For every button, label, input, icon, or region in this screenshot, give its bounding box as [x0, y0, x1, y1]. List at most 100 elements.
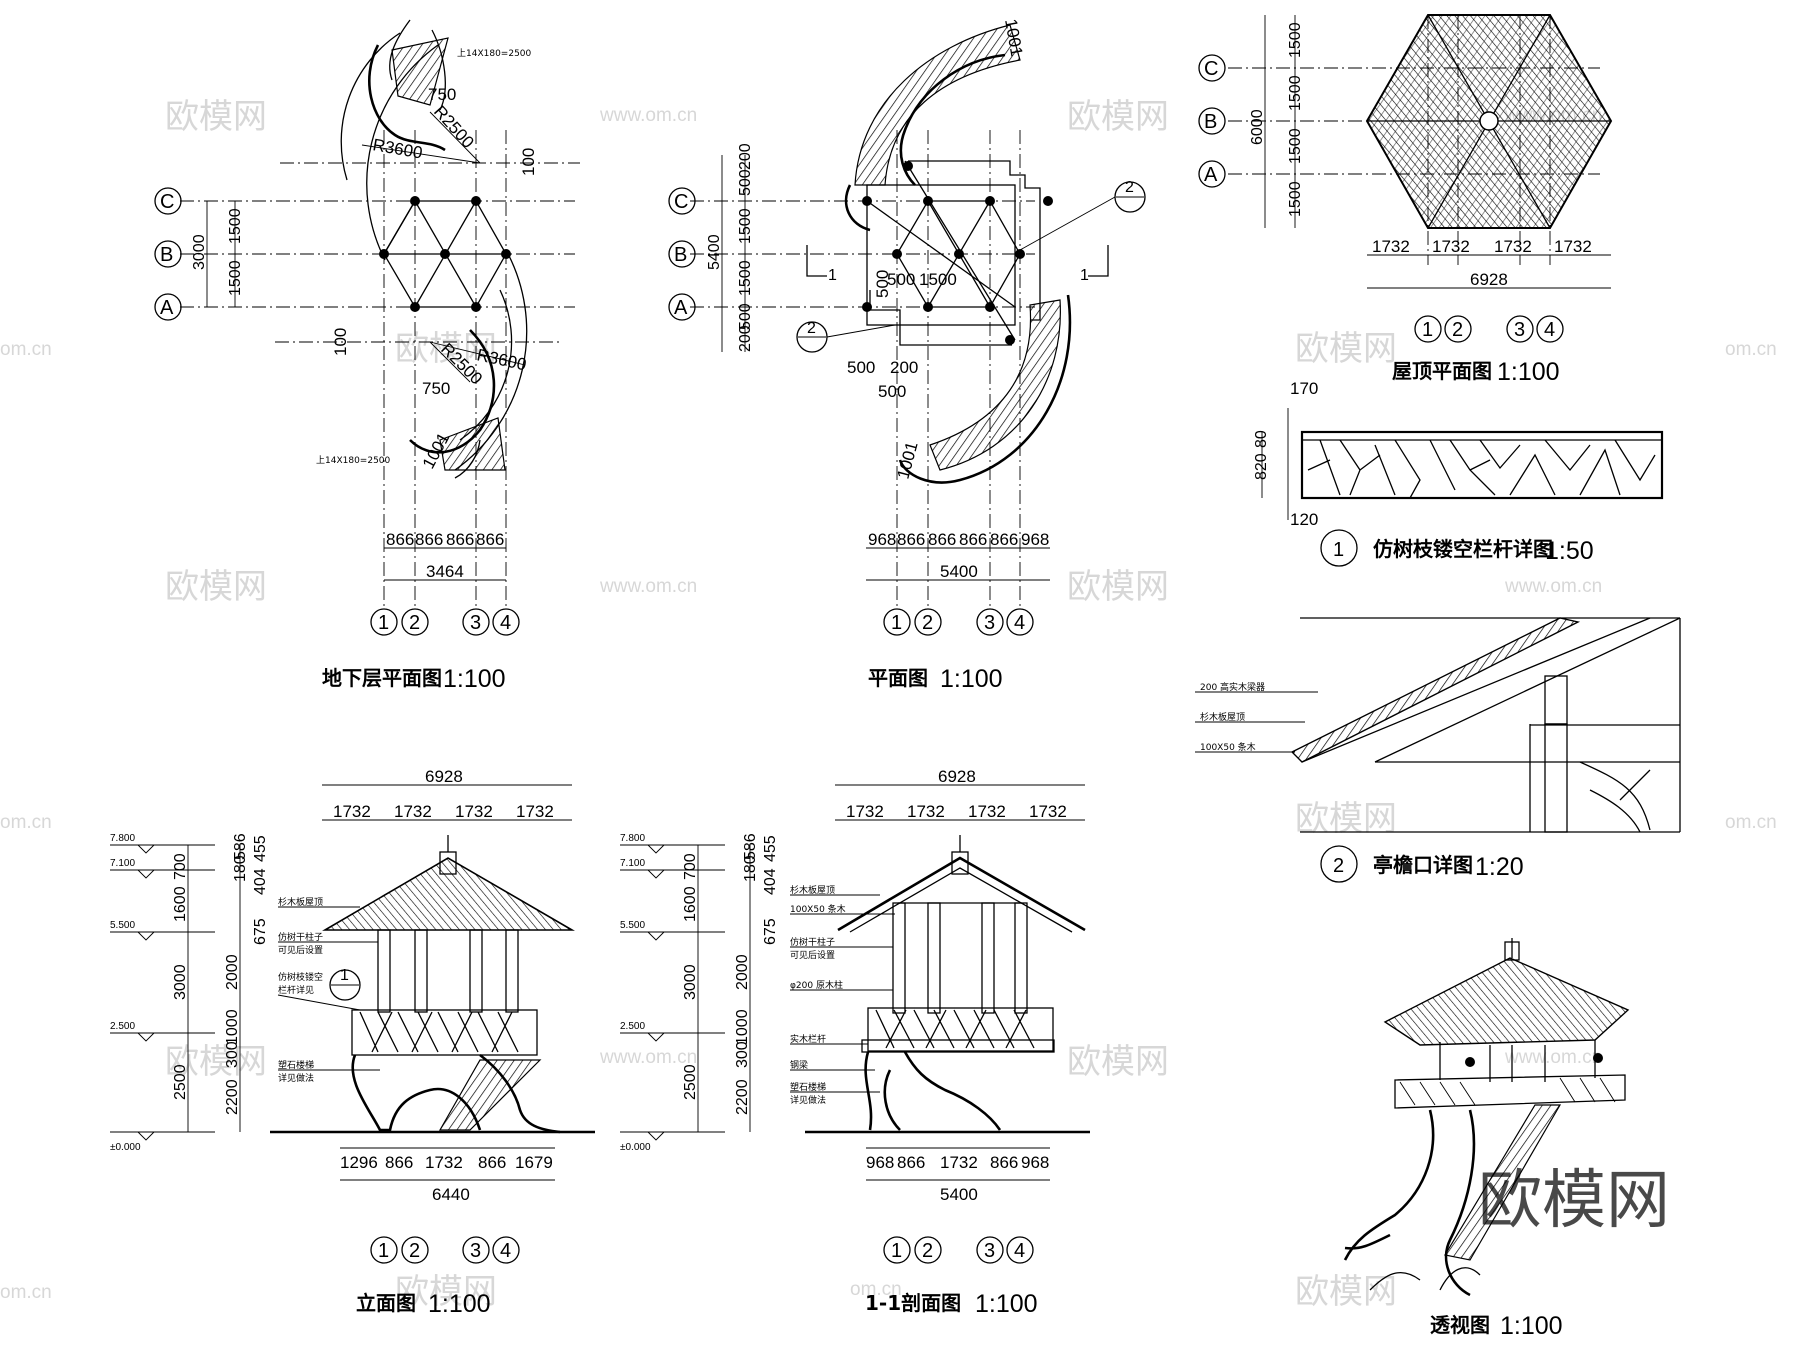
perspective-tree [1343, 1109, 1476, 1297]
svg-text:1679: 1679 [515, 1153, 553, 1172]
stair-top [391, 37, 449, 106]
svg-text:3: 3 [984, 1240, 995, 1262]
svg-text:±0.000: ±0.000 [110, 1142, 141, 1153]
svg-text:2000: 2000 [734, 954, 751, 990]
svg-text:1296: 1296 [340, 1153, 378, 1172]
svg-text:A: A [1204, 164, 1218, 186]
svg-text:塑石楼梯: 塑石楼梯 [790, 1081, 826, 1093]
title-section: 1-1剖面图 [865, 1291, 961, 1315]
svg-text:1: 1 [891, 612, 902, 634]
dim-bottom-total: 6928 [1470, 270, 1508, 289]
stair-note-bottom: 上14X180=2500 [316, 455, 391, 466]
svg-text:仿树枝镂空: 仿树枝镂空 [278, 971, 323, 983]
svg-text:2: 2 [409, 612, 420, 634]
svg-text:866: 866 [990, 530, 1018, 549]
svg-text:C: C [160, 191, 174, 213]
elevation-notes: 杉木板屋顶 仿树干柱子 可见后设置 仿树枝镂空 栏杆详见 塑石楼梯 详见做法 [277, 896, 380, 1084]
svg-text:4: 4 [500, 612, 511, 634]
watermark-site-short: om.cn [1725, 339, 1777, 360]
svg-text:2.500: 2.500 [620, 1021, 645, 1032]
dim-inner-500: 500 [887, 270, 915, 289]
dim-inner-1500: 1500 [919, 270, 957, 289]
watermark-site-short: om.cn [0, 812, 52, 833]
watermarks: 欧模网 www.om.cn 欧模网 www.om.cn om.cn 欧模网 欧模… [0, 97, 1777, 1312]
svg-text:1732: 1732 [425, 1153, 463, 1172]
perspective-stair [1444, 1104, 1562, 1261]
watermark-brand: 欧模网 [165, 97, 267, 137]
svg-text:1732: 1732 [516, 802, 554, 821]
svg-text:2500: 2500 [682, 1064, 699, 1100]
callout-2 [1320, 845, 1358, 883]
svg-text:1: 1 [1080, 267, 1089, 284]
svg-text:2: 2 [922, 1240, 933, 1262]
dim-radius-outer-bottom: R3600 [475, 345, 528, 374]
svg-text:866: 866 [385, 1153, 413, 1172]
svg-text:968: 968 [1021, 530, 1049, 549]
svg-text:80: 80 [1253, 430, 1270, 448]
svg-text:±0.000: ±0.000 [620, 1142, 651, 1153]
watermark-brand: 欧模网 [165, 1042, 267, 1082]
pavilion-roof [322, 857, 575, 931]
svg-text:180: 180 [742, 855, 759, 882]
svg-text:1: 1 [378, 612, 389, 634]
svg-text:120: 120 [1290, 510, 1318, 529]
svg-text:7.800: 7.800 [620, 833, 645, 844]
perspective-roof [1383, 957, 1630, 1046]
col-bubbles: 1 2 3 4 [370, 608, 520, 636]
svg-text:2500: 2500 [172, 1064, 189, 1100]
title-perspective: 透视图 [1430, 1313, 1490, 1337]
scale-roof-plan: 1:100 [1497, 358, 1560, 386]
watermark-brand: 欧模网 [1295, 1272, 1397, 1312]
radius-leader [429, 111, 481, 164]
svg-text:1: 1 [1333, 539, 1344, 561]
svg-text:可见后设置: 可见后设置 [790, 950, 835, 961]
svg-text:详见做法: 详见做法 [790, 1094, 826, 1106]
row-bubbles: C B A [1198, 54, 1226, 188]
scale-eave-detail: 1:20 [1475, 853, 1524, 881]
svg-text:1732: 1732 [1029, 802, 1067, 821]
svg-text:1500: 1500 [737, 260, 754, 296]
watermark-site: www.om.cn [1504, 576, 1602, 597]
svg-text:2: 2 [922, 612, 933, 634]
col-bubbles: 1 2 3 4 [370, 1236, 520, 1264]
tree-outline-top [368, 44, 446, 152]
svg-text:4: 4 [1544, 319, 1555, 341]
watermark-site-short: om.cn [0, 339, 52, 360]
svg-text:杉木板屋顶: 杉木板屋顶 [1200, 711, 1245, 723]
dim-radius-inner-top: R2500 [430, 102, 478, 152]
watermark-site: www.om.cn [599, 1047, 697, 1068]
svg-text:杉木板屋顶: 杉木板屋顶 [278, 896, 323, 908]
svg-text:3000: 3000 [682, 964, 699, 1000]
svg-text:可见后设置: 可见后设置 [278, 945, 323, 956]
svg-text:200: 200 [737, 143, 754, 170]
platform-outline [866, 184, 1016, 326]
svg-text:700: 700 [172, 853, 189, 880]
svg-text:仿树干柱子: 仿树干柱子 [278, 931, 323, 943]
svg-text:3: 3 [984, 612, 995, 634]
tree-outline-bottom [409, 329, 496, 454]
col-bubbles: 1 2 3 4 [1414, 315, 1564, 343]
svg-text:2200: 2200 [734, 1079, 751, 1115]
svg-text:170: 170 [1290, 379, 1318, 398]
title-railing-detail: 仿树枝镂空栏杆详图 [1373, 537, 1553, 561]
row-bubbles: C B A [154, 187, 182, 321]
watermark-site-short: om.cn [850, 1279, 902, 1300]
svg-text:φ200 原木柱: φ200 原木柱 [790, 979, 843, 991]
stair [438, 1059, 542, 1131]
watermark-brand: 欧模网 [1067, 567, 1169, 607]
watermark-brand: 欧模网 [1295, 329, 1397, 369]
dim-left-2: 1500 [227, 260, 244, 296]
dim-inner-500-v: 500 [873, 270, 892, 298]
svg-text:3: 3 [470, 1240, 481, 1262]
svg-text:500: 500 [737, 169, 754, 196]
svg-text:3: 3 [470, 612, 481, 634]
watermark-brand: 欧模网 [165, 567, 267, 607]
structure-beam [383, 200, 416, 255]
svg-text:2200: 2200 [224, 1079, 241, 1115]
svg-text:3: 3 [1514, 319, 1525, 341]
perspective-roots [1369, 1267, 1481, 1291]
svg-text:1500: 1500 [1287, 181, 1304, 217]
svg-text:A: A [674, 297, 688, 319]
svg-text:2.500: 2.500 [110, 1021, 135, 1032]
